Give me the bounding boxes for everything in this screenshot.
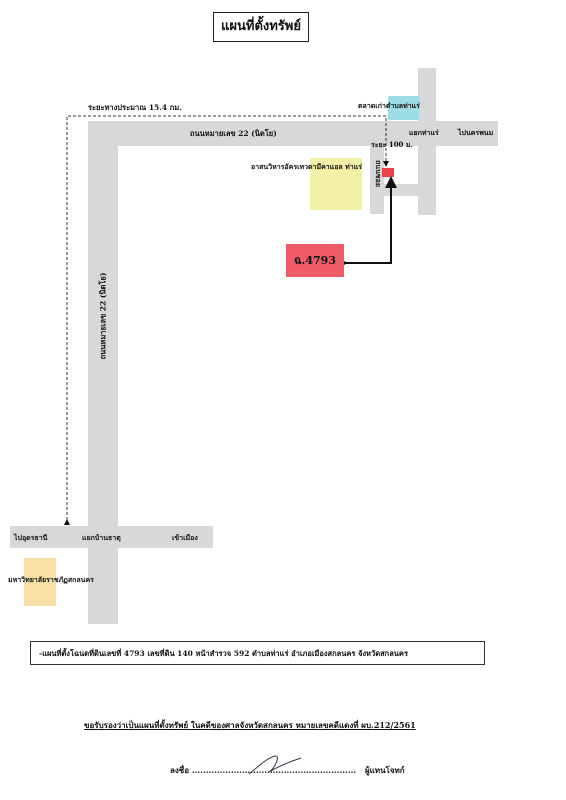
university-label: มหาวิทยาลัยราชภัฏสกลนคร — [8, 575, 94, 584]
dashed-route-line — [64, 115, 389, 525]
parcel-description: -แผนที่ตั้งโฉนดที่ดินเลขที่ 4793 เลขที่ด… — [30, 641, 485, 665]
signature-prefix: ลงชื่อ .................................… — [170, 765, 357, 775]
road-north-thare — [418, 68, 436, 215]
soi-label: ถนนซอย — [373, 160, 383, 187]
junction-ban-that-label: แยกบ้านธาตุ — [82, 533, 121, 542]
market-area — [388, 96, 419, 120]
certification-text: ขอรับรองว่าเป็นแผนที่ตั้งทรัพย์ ในคดีของ… — [84, 720, 416, 730]
distance-short-label: ระยะ 100 ม. — [371, 140, 413, 149]
parcel-arrow — [336, 176, 397, 269]
distance-route-label: ระยะทางประมาณ 15.4 กม. — [88, 103, 182, 112]
highway-horizontal-label: ถนนหมายเลข 22 (นิตโย) — [190, 129, 277, 138]
map-title: แผนที่ตั้งทรัพย์ — [213, 12, 309, 42]
parcel-label-box: ฉ.4793 — [286, 244, 344, 277]
signature-suffix: ผู้แทนโจทก์ — [364, 765, 405, 775]
to-nakhon-phanom-label: ไปนครพนม — [458, 128, 494, 137]
into-town-label: เข้าเมือง — [172, 533, 198, 542]
highway-vertical-label: ถนนหมายเลข 22 (นิตโย) — [98, 272, 108, 360]
university-area — [24, 558, 56, 606]
to-udon-label: ไปอุดรธานี — [14, 533, 48, 542]
market-label: ตลาดเก่าตำบลท่าแร่ — [358, 101, 420, 110]
bottom-cross-road — [10, 526, 213, 548]
junction-thare-label: แยกท่าแร่ — [409, 128, 439, 137]
signature-scribble — [248, 755, 302, 775]
temple-label: อาสนวิหารอัครเทวดามีคาแอล ท่าแร่ — [251, 162, 362, 171]
signature-line: ลงชื่อ .................................… — [170, 764, 405, 777]
